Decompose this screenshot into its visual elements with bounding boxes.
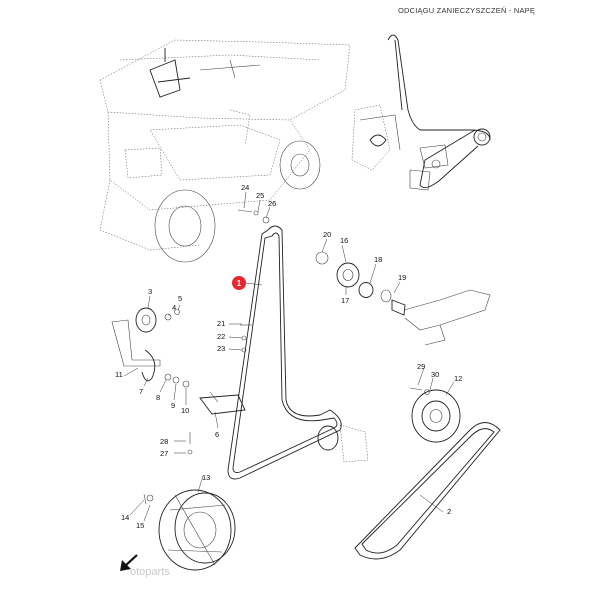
watermark: otoparts	[130, 566, 170, 578]
callout-1-label: 1	[237, 279, 242, 288]
label-8: 8	[156, 393, 160, 402]
label-17: 17	[341, 296, 349, 305]
combine-harvester-illustration	[99, 39, 351, 263]
label-5: 5	[178, 294, 182, 303]
callout-1-badge	[232, 276, 246, 290]
belt-2	[354, 422, 501, 560]
label-10: 10	[181, 406, 189, 415]
label-21: 21	[217, 319, 225, 328]
label-12: 12	[454, 374, 462, 383]
label-19: 19	[398, 273, 406, 282]
label-26: 26	[268, 199, 276, 208]
label-23: 23	[217, 344, 225, 353]
diagram-header-title: ODCIĄGU ZANIECZYSZCZEŃ - NAPĘ	[398, 6, 536, 15]
label-30: 30	[431, 370, 439, 379]
belt-idler-bracket	[317, 424, 369, 463]
pulley-12	[411, 389, 461, 443]
label-14: 14	[121, 513, 129, 522]
pulley-13	[158, 489, 236, 571]
label-9: 9	[171, 401, 175, 410]
label-22: 22	[217, 332, 225, 341]
label-24: 24	[241, 183, 249, 192]
part-labels: 24 25 26 20 16 18 19 17 3 4 5 21 22 23 1…	[115, 183, 462, 530]
label-18: 18	[374, 255, 382, 264]
idler-pulleys	[315, 251, 491, 346]
label-29: 29	[417, 362, 425, 371]
label-11: 11	[115, 370, 123, 379]
drive-detail-illustration	[351, 34, 491, 191]
label-13: 13	[202, 473, 210, 482]
arrow-down-left-icon	[120, 554, 138, 571]
belt-1	[227, 225, 342, 480]
label-28: 28	[160, 437, 168, 446]
label-7: 7	[139, 387, 143, 396]
fasteners	[143, 209, 430, 505]
label-2: 2	[447, 507, 451, 516]
label-20: 20	[323, 230, 331, 239]
leader-lines	[123, 191, 455, 522]
tensioner-assembly	[111, 307, 246, 415]
label-25: 25	[256, 191, 264, 200]
label-3: 3	[148, 287, 152, 296]
label-4: 4	[172, 303, 176, 312]
label-16: 16	[340, 236, 348, 245]
label-6: 6	[215, 430, 219, 439]
label-27: 27	[160, 449, 168, 458]
label-15: 15	[136, 521, 144, 530]
callout-1: 1	[232, 276, 263, 290]
